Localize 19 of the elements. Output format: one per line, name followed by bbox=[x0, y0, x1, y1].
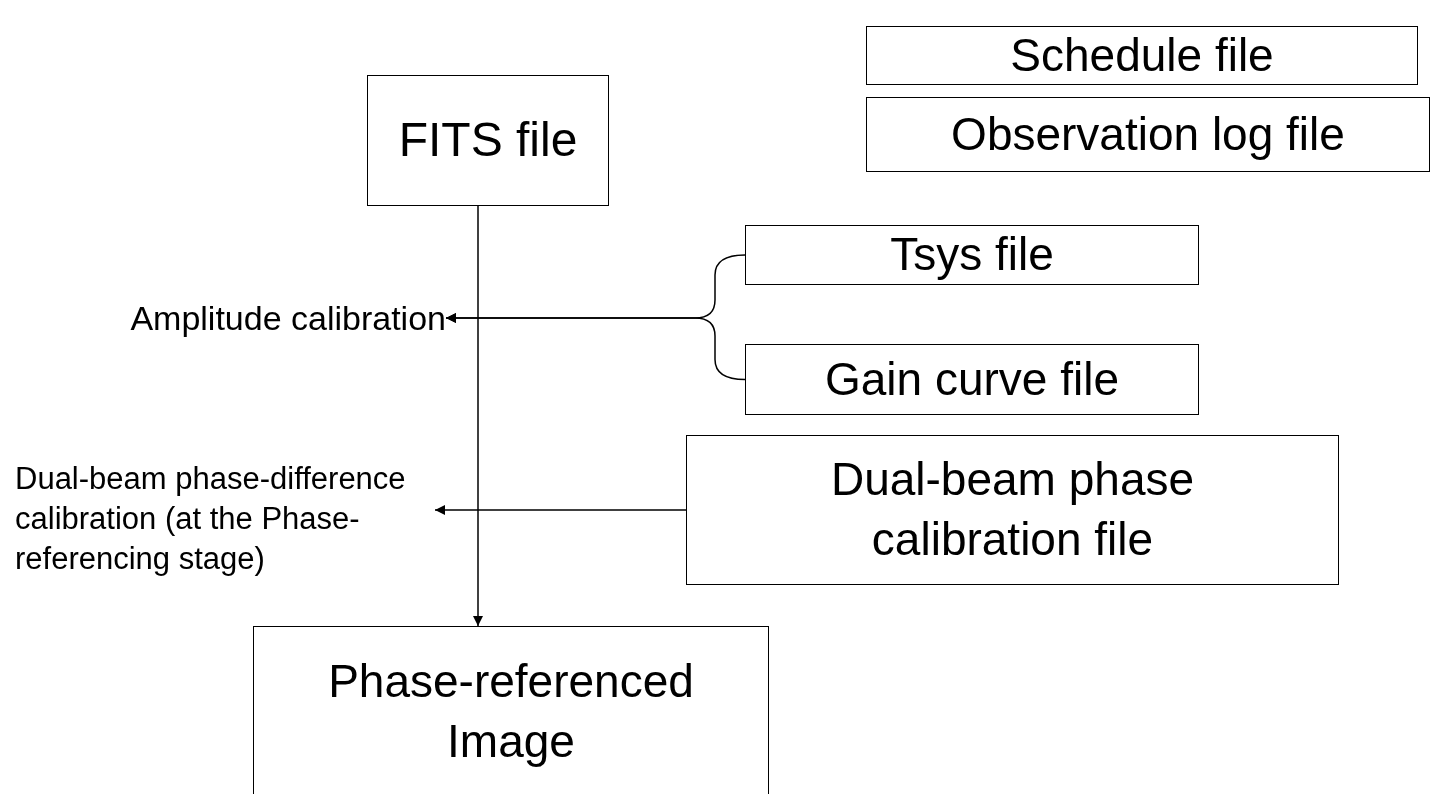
file-box bbox=[686, 435, 1339, 585]
file-box bbox=[253, 626, 769, 794]
box-text: FITS file bbox=[398, 112, 578, 169]
box-text: Observation log file bbox=[951, 106, 1345, 162]
step-label: Dual-beam phase-difference calibration (at the Phase-referencing stage) bbox=[15, 459, 407, 579]
file-box bbox=[866, 26, 1418, 85]
arrow bbox=[434, 505, 687, 515]
file-box bbox=[367, 75, 609, 206]
box-text: Schedule file bbox=[1010, 27, 1274, 83]
box-text: Dual-beam phase calibration file bbox=[829, 452, 1196, 567]
step-label: Amplitude calibration bbox=[130, 297, 446, 339]
file-box bbox=[745, 225, 1199, 285]
file-box bbox=[866, 97, 1430, 172]
arrow bbox=[473, 205, 483, 627]
arrow bbox=[445, 313, 746, 381]
box-text: Gain curve file bbox=[825, 351, 1119, 407]
box-text: Tsys file bbox=[890, 227, 1054, 283]
file-box bbox=[745, 344, 1199, 415]
box-text: Phase-referenced Image bbox=[327, 654, 695, 769]
